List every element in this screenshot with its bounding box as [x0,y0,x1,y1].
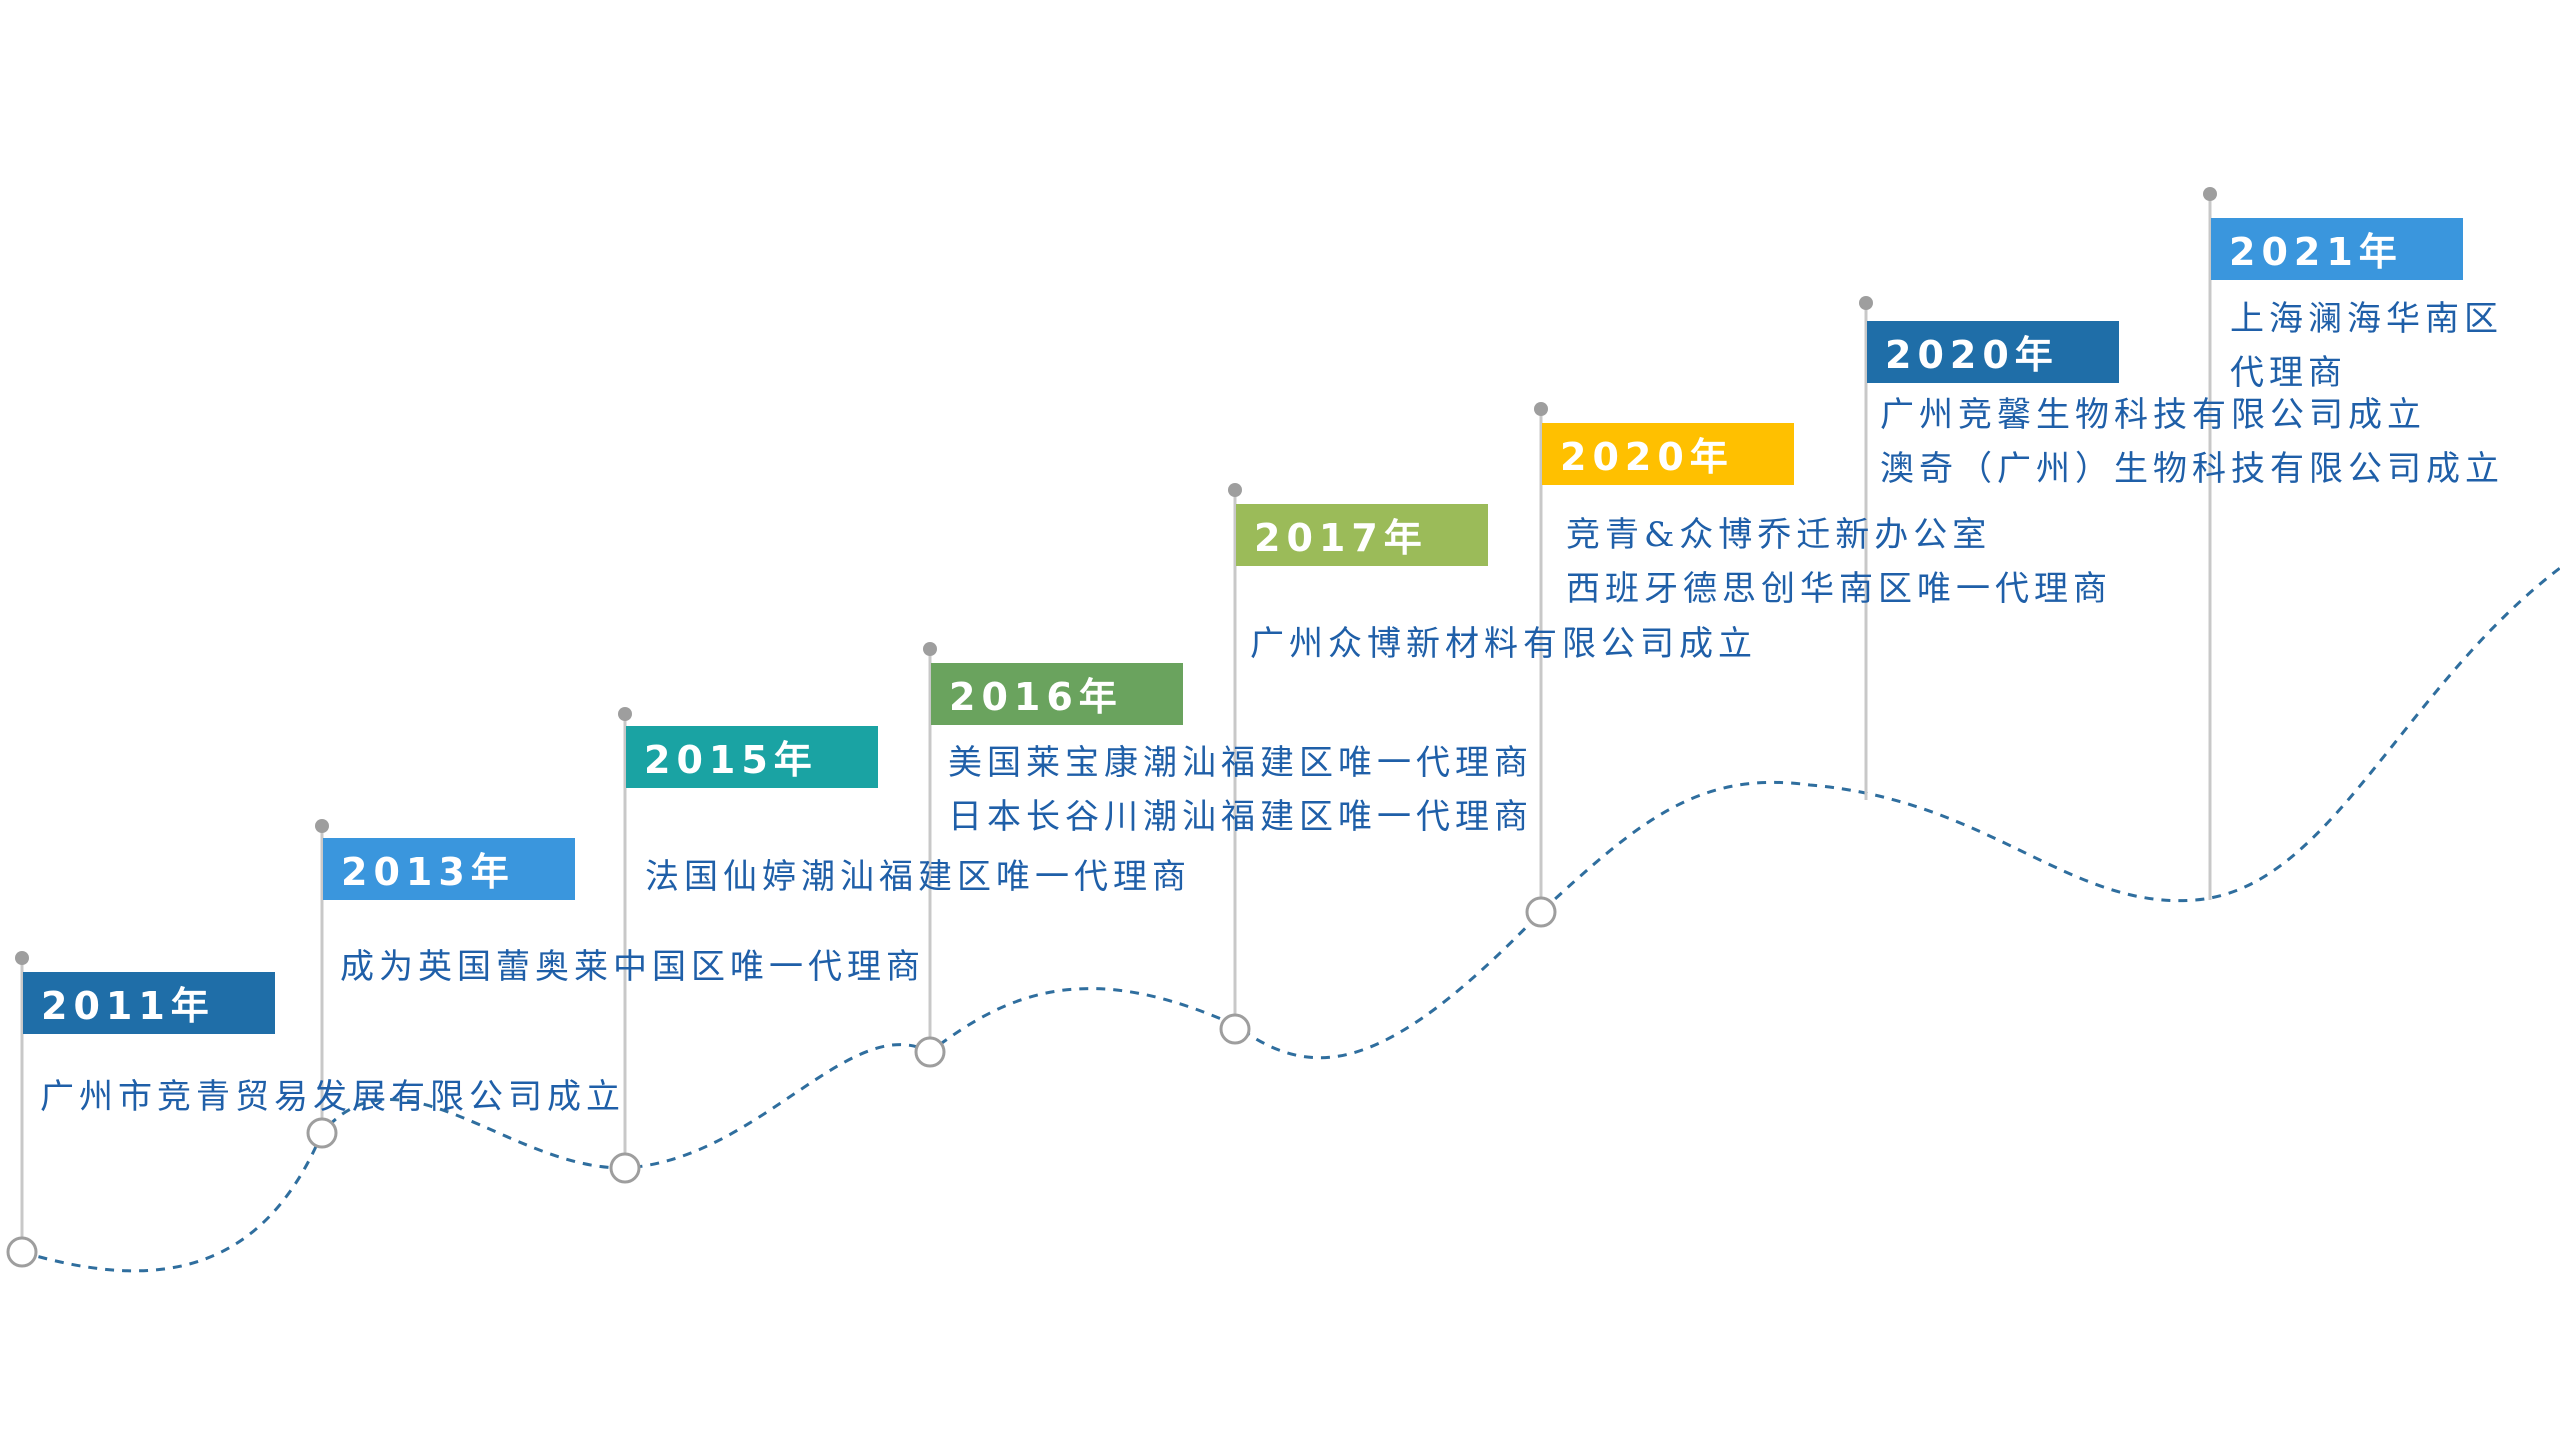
pole-pin [1859,296,1873,310]
growth-curve [21,566,2560,1273]
milestone-description: 竞青&众博乔迁新办公室 西班牙德思创华南区唯一代理商 [1566,508,2112,616]
pole-pin [923,642,937,656]
milestone-year-flag: 2016年 [931,663,1183,725]
milestone-line: 广州市竞青贸易发展有限公司成立 [40,1077,625,1117]
milestone-line: 西班牙德思创华南区唯一代理商 [1566,569,2112,609]
milestone-line: 广州竞馨生物科技有限公司成立 [1880,395,2426,435]
pole-pin [2203,187,2217,201]
milestone-year-flag: 2015年 [626,726,878,788]
milestone-line: 美国莱宝康潮汕福建区唯一代理商 [948,743,1533,783]
milestone-year-flag: 2020年 [1542,423,1794,485]
milestone-year-flag: 2020年 [1867,321,2119,383]
milestone-description: 美国莱宝康潮汕福建区唯一代理商 日本长谷川潮汕福建区唯一代理商 [948,736,1533,844]
milestone-line: 广州众博新材料有限公司成立 [1250,624,1757,664]
milestone-line: 澳奇（广州）生物科技有限公司成立 [1880,449,2504,489]
milestone-node [6,1236,38,1268]
milestone-node [306,1117,338,1149]
milestone-line: 法国仙婷潮汕福建区唯一代理商 [645,857,1191,897]
milestone-node [1219,1013,1251,1045]
milestone-markers [6,187,2217,1268]
milestone-node [914,1036,946,1068]
milestone-description: 法国仙婷潮汕福建区唯一代理商 [645,850,1191,904]
milestone-node [1525,896,1557,928]
milestone-description: 成为英国蕾奥莱中国区唯一代理商 [340,940,925,994]
milestone-description: 广州众博新材料有限公司成立 [1250,617,1757,671]
pole-pin [1228,483,1242,497]
milestone-year-flag: 2011年 [23,972,275,1034]
milestone-node [609,1152,641,1184]
milestone-line: 成为英国蕾奥莱中国区唯一代理商 [340,947,925,987]
milestone-line: 日本长谷川潮汕福建区唯一代理商 [948,797,1533,837]
pole-pin [315,819,329,833]
pole-pin [15,951,29,965]
pole-pin [1534,402,1548,416]
milestone-line: 代理商 [2230,353,2347,393]
milestone-year-flag: 2021年 [2211,218,2463,280]
pole-pin [618,707,632,721]
milestone-year-flag: 2017年 [1236,504,1488,566]
milestone-line: 上海澜海华南区 [2230,299,2503,339]
milestone-description: 上海澜海华南区 代理商 [2230,292,2503,400]
milestone-description: 广州竞馨生物科技有限公司成立 澳奇（广州）生物科技有限公司成立 [1880,388,2504,496]
milestone-year-flag: 2013年 [323,838,575,900]
milestone-description: 广州市竞青贸易发展有限公司成立 [40,1070,625,1124]
milestone-line: 竞青&众博乔迁新办公室 [1566,515,1992,555]
